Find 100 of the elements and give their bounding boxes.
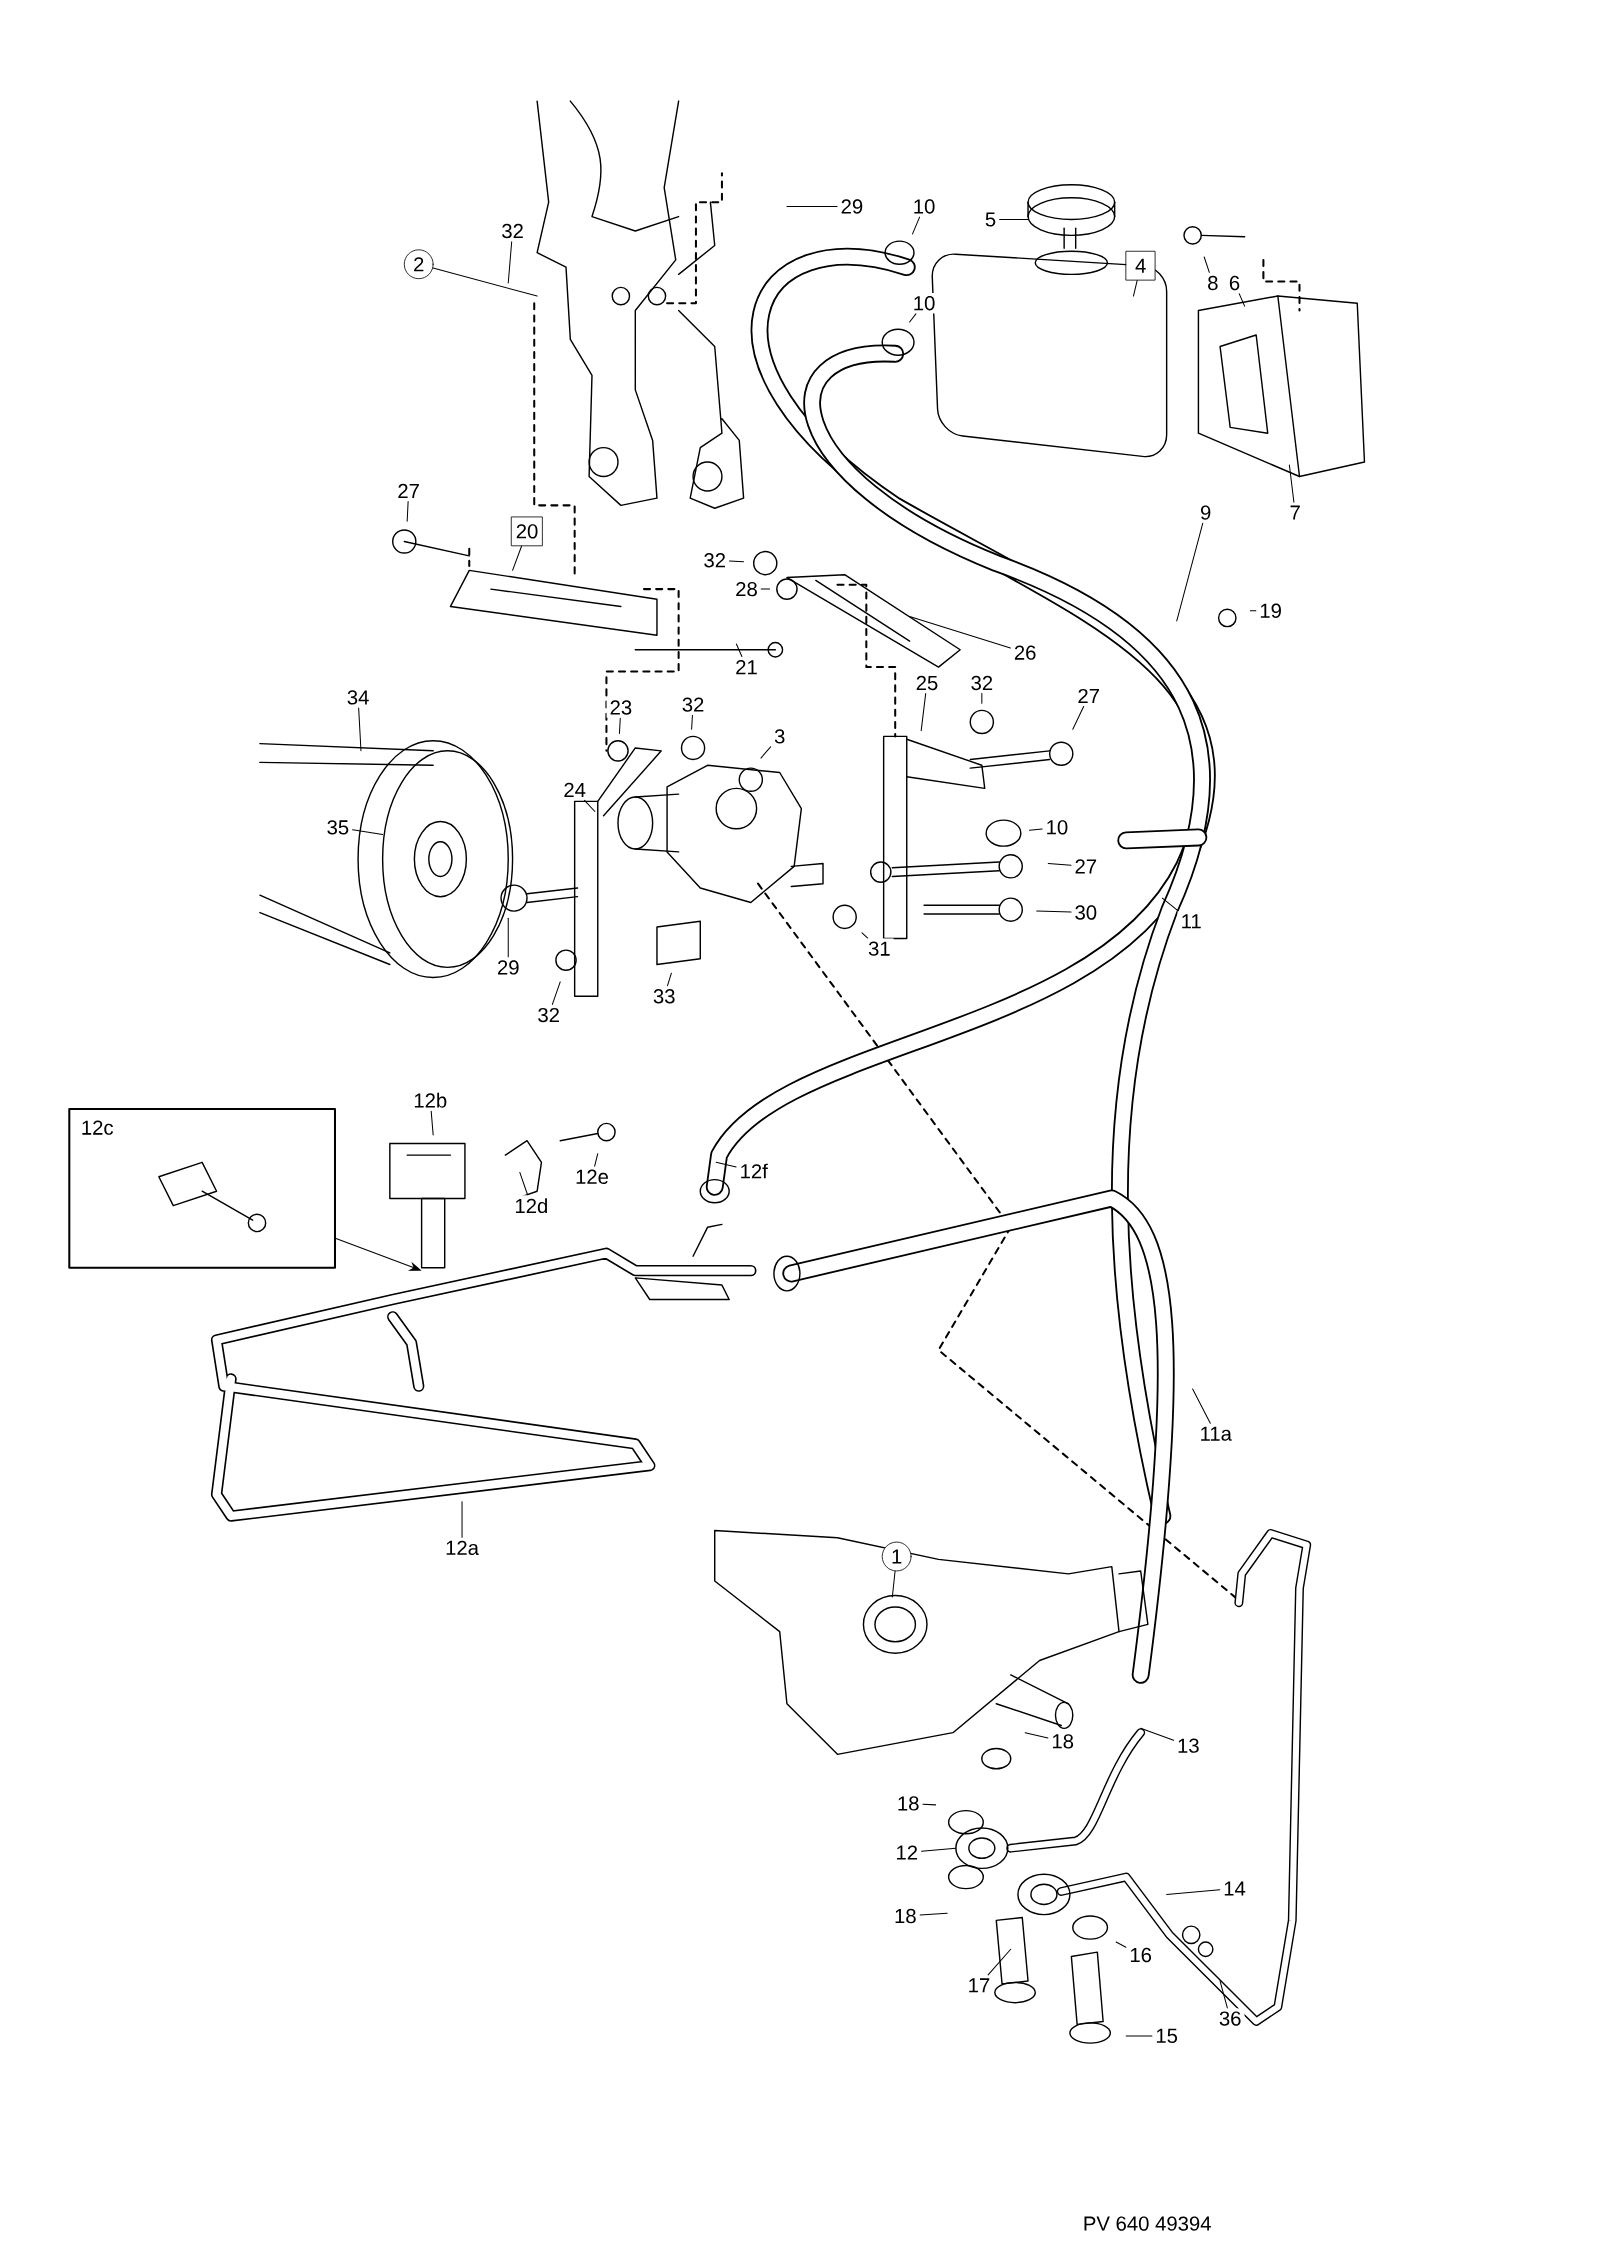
callout-number: 15	[1152, 2025, 1182, 2046]
callout-number: 30	[1071, 902, 1101, 923]
leader-line	[551, 981, 561, 1005]
leader-line	[1219, 1980, 1228, 2009]
callout-number: 32	[498, 220, 527, 242]
leader-line	[352, 829, 384, 836]
callout-number: 28	[732, 578, 761, 600]
leader-line	[584, 799, 596, 812]
leader-line	[1161, 897, 1179, 912]
leader-line	[715, 1161, 737, 1168]
circled-callout-number: 1	[881, 1541, 912, 1572]
callout-number: 27	[1071, 856, 1101, 877]
callout-number: 31	[865, 938, 894, 959]
leader-line	[909, 313, 917, 323]
inset-box: 12c	[68, 1107, 337, 1269]
leader-line	[1029, 828, 1043, 831]
callout-number: 25	[912, 672, 942, 694]
leader-line	[1203, 256, 1210, 273]
leader-line	[512, 545, 523, 571]
callout-number: 18	[893, 1793, 923, 1814]
callout-number: 24	[560, 779, 590, 800]
leader-line	[922, 1803, 937, 1806]
leader-line	[1288, 464, 1295, 503]
leader-line	[1140, 1727, 1175, 1741]
callout-number: 12f	[736, 1160, 771, 1182]
leader-line	[912, 216, 921, 235]
leader-line	[909, 616, 1011, 649]
callout-number: 6	[1225, 272, 1244, 294]
leader-line	[1072, 706, 1085, 730]
leader-line	[760, 746, 772, 759]
callout-number: 32	[700, 550, 730, 571]
callout-number: 17	[964, 1975, 994, 1996]
callout-number: 13	[1174, 1735, 1203, 1756]
callout-number: 27	[1074, 685, 1104, 707]
callout-number: 10	[909, 293, 939, 314]
leader-line	[594, 1153, 599, 1167]
callout-number: 23	[606, 697, 636, 718]
callout-number: 19	[1256, 600, 1286, 621]
leader-line	[1125, 2035, 1153, 2037]
boxed-callout-number: 20	[511, 516, 543, 547]
leader-line	[430, 1110, 434, 1136]
leader-line	[999, 219, 1029, 220]
leader-line	[507, 917, 509, 958]
leader-line	[507, 241, 513, 284]
callout-number: 32	[967, 672, 997, 694]
leader-line	[1036, 910, 1072, 913]
leader-line	[919, 1912, 948, 1916]
leader-line	[760, 588, 771, 590]
leader-line	[729, 560, 745, 563]
callout-number: 29	[837, 196, 867, 217]
leader-line	[921, 1847, 957, 1852]
callout-number: 32	[534, 1004, 564, 1026]
boxed-callout-number: 4	[1125, 250, 1156, 281]
callout-number: 12	[892, 1842, 922, 1863]
leader-line	[461, 1501, 463, 1538]
leader-line	[619, 717, 621, 734]
leader-line	[1176, 522, 1204, 622]
leader-line	[1166, 1889, 1221, 1895]
callout-number: 35	[323, 817, 353, 838]
leader-line	[987, 1948, 1012, 1976]
callout-number: 12a	[442, 1537, 483, 1559]
leader-line	[1024, 1732, 1049, 1739]
callout-number: 33	[649, 986, 679, 1007]
callout-number: 29	[494, 957, 523, 978]
leader-line	[432, 267, 538, 297]
leader-line	[891, 1570, 896, 1598]
leader-line	[786, 206, 838, 207]
callout-number: 34	[343, 687, 373, 708]
drawing-number: PV 640 49394	[1084, 2216, 1211, 2231]
callout-number: 16	[1126, 1944, 1156, 1966]
callout-number: 26	[1010, 642, 1040, 663]
callout-number: 32	[678, 694, 708, 715]
leader-line	[981, 693, 983, 704]
callout-number: 12e	[572, 1166, 613, 1187]
leader-line	[1192, 1388, 1211, 1424]
leader-line	[519, 1171, 529, 1196]
leader-line	[1047, 862, 1072, 866]
callout-number: 21	[732, 656, 761, 678]
callout-number: 27	[394, 480, 424, 502]
leader-line	[691, 714, 694, 730]
callout-number: 11a	[1196, 1423, 1236, 1444]
callout-number: 7	[1286, 502, 1304, 523]
leader-line	[735, 643, 743, 658]
callout-number: 11	[1177, 911, 1205, 932]
leader-line	[1250, 610, 1257, 612]
callout-number: 8	[1204, 272, 1222, 294]
leader-line	[1238, 293, 1246, 307]
callout-number: 10	[1042, 817, 1072, 838]
leader-line	[667, 972, 672, 987]
circled-callout-number: 2	[403, 249, 434, 280]
leader-line	[406, 500, 409, 522]
leader-line	[861, 932, 869, 939]
leader-line	[1133, 280, 1138, 297]
callout-number: 5	[981, 209, 1000, 230]
callout-number: 36	[1215, 2008, 1245, 2029]
callout-number: 18	[891, 1905, 920, 1927]
callout-number: 3	[771, 726, 789, 747]
callout-number: 10	[909, 196, 939, 217]
callout-number: 18	[1048, 1731, 1078, 1752]
leader-line	[1115, 1941, 1127, 1948]
